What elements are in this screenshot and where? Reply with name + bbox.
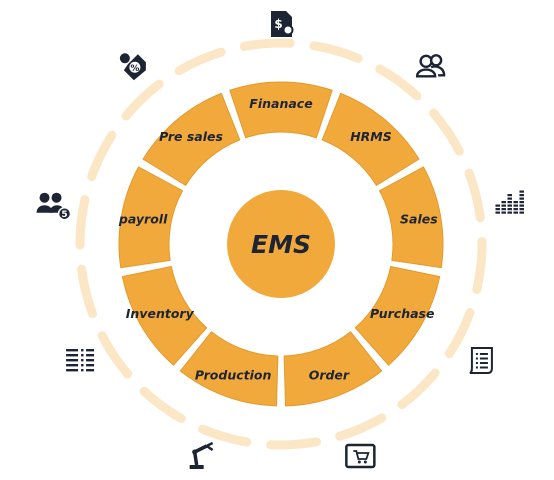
discount-tag-icon: % (119, 53, 146, 81)
module-label-payroll: payroll (118, 212, 168, 227)
users-icon (415, 54, 446, 78)
segment-hrms[interactable] (321, 92, 420, 186)
svg-text:%: % (130, 64, 139, 74)
cart-screen-icon (345, 443, 376, 469)
module-label-hrms: HRMS (350, 129, 392, 144)
segment-inventory[interactable] (121, 266, 208, 366)
module-label-pre-sales: Pre sales (159, 129, 223, 144)
purchase-list-icon (469, 347, 493, 374)
module-label-sales: Sales (400, 212, 438, 227)
module-label-finanace: Finanace (249, 96, 312, 111)
segment-payroll[interactable] (118, 166, 183, 269)
svg-text:$: $ (274, 17, 282, 31)
outer-ring-dashes (75, 38, 487, 450)
finance-document-icon: $ (271, 11, 294, 37)
module-label-order: Order (309, 368, 350, 383)
inventory-list-icon (66, 349, 95, 372)
module-label-inventory: Inventory (126, 306, 195, 321)
outer-dashed-ring (75, 38, 487, 450)
segment-finanace[interactable] (229, 81, 333, 139)
module-label-purchase: Purchase (370, 306, 434, 321)
module-icons: $5% (36, 11, 524, 469)
module-ring (118, 81, 444, 407)
segment-pre-sales[interactable] (142, 92, 241, 186)
payroll-badge: 5 (61, 210, 67, 220)
robot-arm-icon (189, 441, 214, 469)
module-label-production: Production (195, 368, 272, 383)
segment-purchase[interactable] (354, 266, 441, 366)
payroll-people-icon: 5 (36, 192, 72, 221)
segment-sales[interactable] (379, 166, 444, 269)
sales-chart-icon (495, 190, 524, 214)
center-label: EMS (251, 230, 311, 259)
center-circle (227, 190, 335, 298)
segment-order[interactable] (283, 331, 383, 407)
segment-production[interactable] (179, 331, 279, 407)
